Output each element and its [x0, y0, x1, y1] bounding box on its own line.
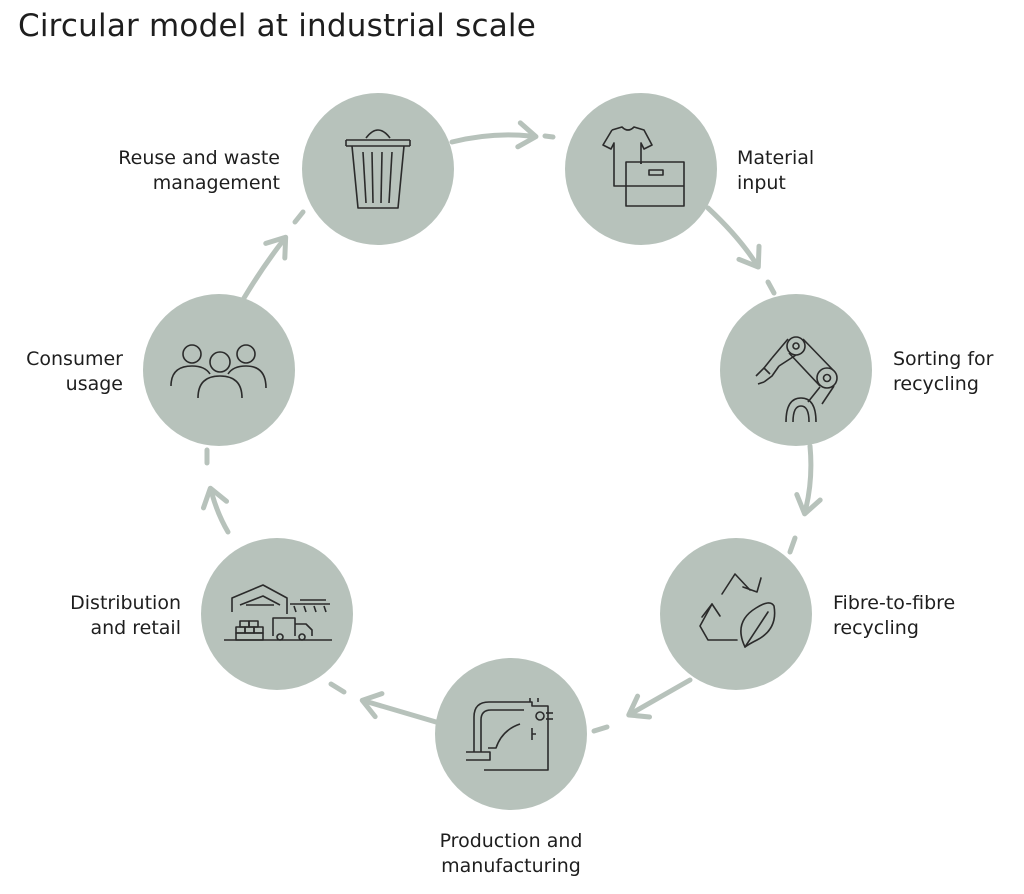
step-label-line: recycling — [833, 617, 919, 639]
step-label-line: Sorting for — [893, 348, 994, 370]
warehouse-truck-icon — [224, 584, 332, 641]
step-label-line: Production and — [439, 830, 583, 852]
sewing-machine-icon — [466, 698, 553, 771]
arrow-consumer-to-reuse — [241, 234, 289, 301]
step-label-line: and retail — [90, 617, 181, 639]
node-fibre-recycling — [660, 538, 812, 690]
arrow-material-to-sorting — [705, 205, 762, 270]
arrow-tail-stub — [787, 535, 798, 555]
step-label-line: Reuse and waste — [118, 147, 280, 169]
step-label-line: management — [152, 172, 280, 194]
trash-bin-icon — [345, 129, 411, 209]
step-label-line: Fibre-to-fibre — [833, 592, 956, 614]
arrow-tail-stub — [542, 133, 556, 140]
robot-arm-icon — [755, 336, 838, 423]
node-material-input — [565, 93, 717, 245]
cycle-arrows — [200, 120, 823, 734]
arrow-tail-stub — [328, 681, 347, 695]
arrow-fibre-to-production — [626, 677, 693, 720]
people-group-icon — [170, 344, 267, 399]
step-label-reuse-waste: Reuse and waste management — [118, 146, 280, 196]
step-label-sorting: Sorting for recycling — [893, 347, 994, 397]
step-label-consumer: Consumer usage — [26, 347, 123, 397]
step-label-line: manufacturing — [441, 855, 581, 877]
node-consumer — [143, 294, 295, 446]
step-label-fibre-recycling: Fibre-to-fibre recycling — [833, 591, 955, 641]
recycle-leaf-icon — [699, 573, 776, 648]
arrow-sorting-to-fibre — [794, 443, 823, 517]
step-label-line: recycling — [893, 373, 979, 395]
step-label-line: input — [737, 172, 786, 194]
step-label-distribution: Distribution and retail — [70, 591, 181, 641]
node-distribution — [201, 538, 353, 690]
step-label-line: usage — [65, 373, 123, 395]
arrow-tail-stub — [591, 724, 610, 734]
node-reuse-waste — [302, 93, 454, 245]
arrow-tail-stub — [292, 209, 306, 225]
arrow-production-to-distribution — [359, 691, 439, 725]
step-label-line: Consumer — [26, 348, 123, 370]
tshirt-box-icon — [602, 126, 685, 207]
arrow-tail-stub — [765, 279, 777, 296]
step-label-line: Distribution — [70, 592, 181, 614]
step-label-production: Production and manufacturing — [411, 829, 611, 879]
page-title: Circular model at industrial scale — [18, 8, 536, 44]
step-label-line: Material — [737, 147, 815, 169]
arrow-reuse-to-material — [449, 120, 539, 150]
node-production — [435, 658, 587, 810]
node-sorting — [720, 294, 872, 446]
step-label-material-input: Material input — [737, 146, 814, 196]
arrow-distribution-to-consumer — [200, 485, 231, 535]
